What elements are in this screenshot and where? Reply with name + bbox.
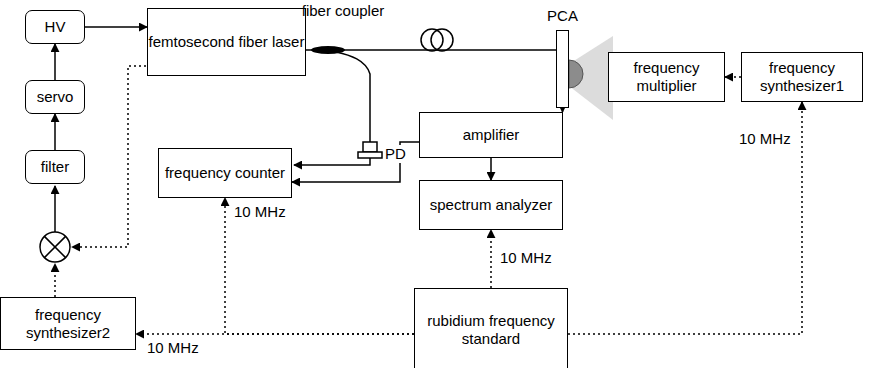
thz-beam: [569, 36, 613, 120]
node-text: amplifier: [463, 126, 520, 144]
node-text: spectrum analyzer: [430, 196, 553, 214]
signal-connector: [490, 158, 492, 180]
mixer-symbol: [40, 232, 70, 262]
reference-connector: [568, 102, 802, 334]
node-text: frequency counter: [165, 164, 285, 182]
laser-box: femtosecond fiber laser: [147, 8, 306, 76]
frequency-label: 10 MHz: [499, 249, 553, 267]
reference-connector: [490, 230, 492, 288]
hv-box: HV: [25, 10, 85, 44]
node-text: HV: [45, 18, 66, 36]
fiber-branch: [336, 52, 370, 142]
silicon-lens: [569, 60, 583, 88]
photodetector-base: [358, 152, 382, 158]
mixer-cross: [44, 236, 65, 257]
signal-connector: [292, 142, 419, 182]
reference-wire: [54, 264, 56, 297]
fiber-coupler-symbol: [311, 46, 345, 54]
mixer-to-filter-wire: [54, 186, 56, 232]
fiber-coil: [421, 29, 443, 51]
reference-connector: [136, 333, 414, 335]
counter-box: frequency counter: [158, 148, 292, 198]
node-text: filter: [41, 158, 69, 176]
detector-label: PD: [384, 145, 407, 163]
signal-connector: [54, 44, 56, 80]
multiplier-box: frequency multiplier: [608, 52, 725, 102]
filter-box: filter: [25, 150, 85, 184]
node-text: frequency synthesizer1: [742, 59, 862, 95]
synthesizer-box: frequency synthesizer1: [741, 52, 863, 102]
frequency-label: 10 MHz: [233, 203, 287, 221]
part-label: fiber coupler: [300, 2, 386, 20]
analyzer-box: spectrum analyzer: [419, 180, 563, 230]
node-text: femtosecond fiber laser: [149, 33, 305, 51]
node-text: frequency synthesizer2: [1, 306, 135, 342]
node-text: rubidium frequency standard: [415, 312, 567, 348]
pca-antenna: PCA: [556, 30, 569, 108]
reference-connector: [725, 76, 741, 78]
servo-box: servo: [25, 80, 85, 114]
node-text: servo: [37, 88, 74, 106]
node-text: frequency multiplier: [609, 59, 724, 95]
rubidium-box: rubidium frequency standard: [414, 288, 568, 368]
signal-connector: [85, 26, 147, 28]
fiber-coil: [431, 29, 453, 51]
amplifier-box: amplifier: [419, 112, 563, 158]
pd-signal-wire: [294, 158, 370, 165]
photodetector: [363, 142, 377, 152]
node-text: PCA: [547, 7, 578, 25]
frequency-label: 10 MHz: [738, 130, 792, 148]
synthesizer-box: frequency synthesizer2: [0, 297, 136, 350]
frequency-label: 10 MHz: [146, 339, 200, 357]
reference-connector: [225, 198, 414, 334]
signal-connector: [54, 114, 56, 150]
